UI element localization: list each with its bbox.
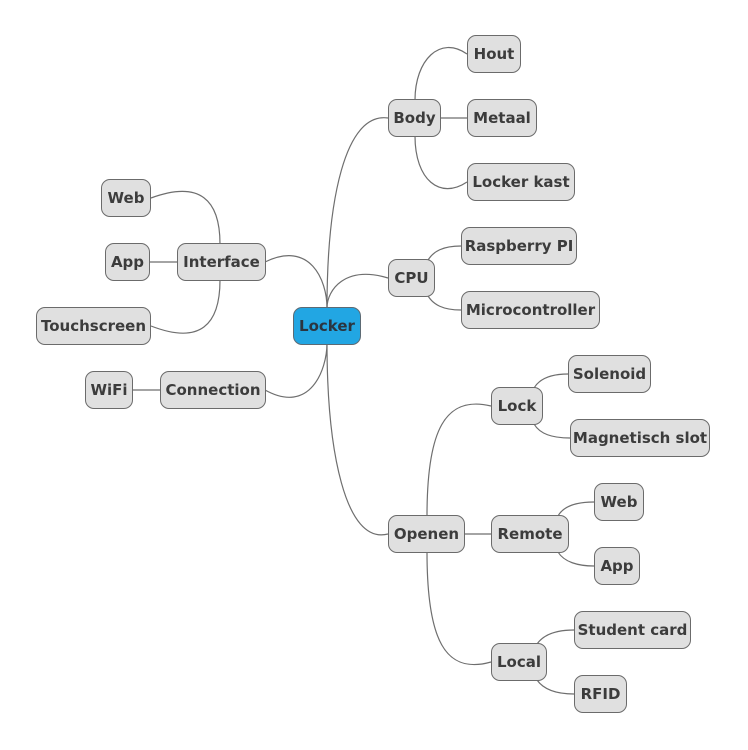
leaf-remote-app[interactable]: App (594, 547, 640, 585)
branch-body[interactable]: Body (388, 99, 441, 137)
leaf-solenoid[interactable]: Solenoid (568, 355, 651, 393)
leaf-hout[interactable]: Hout (467, 35, 521, 73)
link-local-student (536, 629, 575, 645)
branch-local[interactable]: Local (491, 643, 547, 681)
branch-cpu[interactable]: CPU (388, 259, 435, 297)
branch-remote[interactable]: Remote (491, 515, 569, 553)
link-root-interface (264, 255, 328, 309)
branch-interface[interactable]: Interface (177, 243, 266, 281)
leaf-interface-app[interactable]: App (105, 243, 150, 281)
link-openen-local (426, 551, 492, 666)
branch-openen[interactable]: Openen (388, 515, 465, 553)
link-remote-app (557, 551, 595, 567)
leaf-wifi[interactable]: WiFi (85, 371, 133, 409)
leaf-interface-web[interactable]: Web (101, 179, 151, 217)
leaf-locker-kast[interactable]: Locker kast (467, 163, 575, 201)
link-openen-lock (426, 403, 492, 517)
branch-connection[interactable]: Connection (160, 371, 266, 409)
branch-lock[interactable]: Lock (491, 387, 543, 425)
leaf-microcontroller[interactable]: Microcontroller (461, 291, 600, 329)
link-interface-web (150, 190, 221, 245)
link-root-body (326, 117, 389, 309)
leaf-rfid[interactable]: RFID (574, 675, 627, 713)
link-body-lockerkast (414, 135, 468, 190)
link-interface-touchscreen (150, 279, 221, 334)
link-body-hout (414, 47, 468, 101)
link-remote-web (557, 501, 595, 517)
link-lock-magnetisch (533, 423, 571, 439)
leaf-magnetisch-slot[interactable]: Magnetisch slot (570, 419, 710, 457)
leaf-touchscreen[interactable]: Touchscreen (36, 307, 151, 345)
link-root-cpu (326, 273, 389, 309)
leaf-metaal[interactable]: Metaal (467, 99, 537, 137)
link-root-connection (264, 342, 328, 398)
leaf-student-card[interactable]: Student card (574, 611, 691, 649)
leaf-remote-web[interactable]: Web (594, 483, 644, 521)
root-node[interactable]: Locker (293, 307, 361, 345)
link-lock-solenoid (533, 373, 569, 389)
leaf-raspberry-pi[interactable]: Raspberry PI (461, 227, 577, 265)
link-root-openen (326, 342, 389, 536)
link-local-rfid (536, 679, 575, 695)
